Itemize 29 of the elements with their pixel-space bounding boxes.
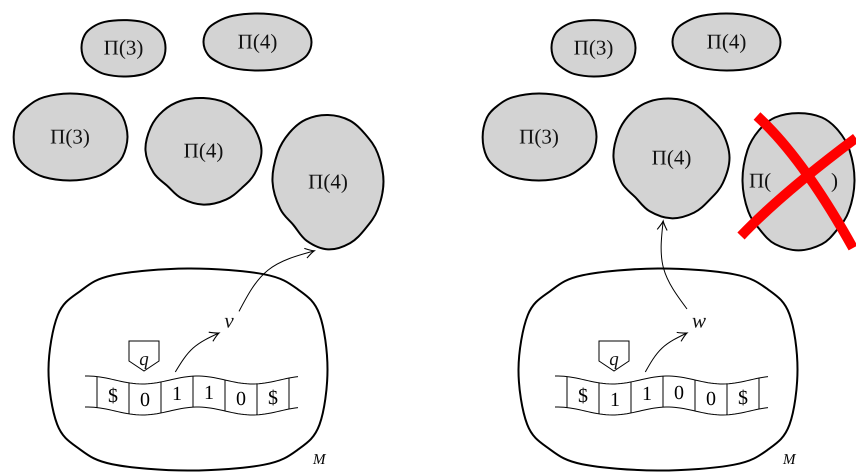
tape-symbol: 1 [204,382,214,403]
tape-symbol: $ [738,388,748,408]
set-label: Π(3) [104,38,144,58]
set-label: Π(4) [308,171,348,192]
state-label: q [609,350,619,369]
set-label: Π(3) [574,38,614,58]
tape-symbol: 1 [172,384,182,404]
vertex-label: v [224,310,234,332]
set-label: Π(4) [184,140,224,161]
machine-label: M [783,453,796,468]
tape-symbol: 0 [706,389,716,410]
set-label-fragment: Π( [749,170,772,192]
tape-symbol: 0 [140,390,150,410]
tape-symbol: 0 [674,382,684,403]
set-label: Π(4) [238,32,278,52]
vertex-label: w [692,310,706,332]
set-label-fragment: ) [831,170,838,192]
set-label: Π(4) [652,147,692,168]
set-label: Π(4) [706,32,746,52]
set-label: Π(3) [519,126,559,148]
tape-symbol: 1 [642,384,652,404]
tape-symbol: 0 [236,389,246,410]
machine-label: M [313,453,326,468]
state-label: q [139,350,149,369]
tape-symbol: $ [578,386,588,406]
tape-symbol: 1 [610,390,620,410]
tape-symbol: $ [268,388,278,408]
tape-symbol: $ [108,386,118,406]
set-label: Π(3) [50,126,90,148]
